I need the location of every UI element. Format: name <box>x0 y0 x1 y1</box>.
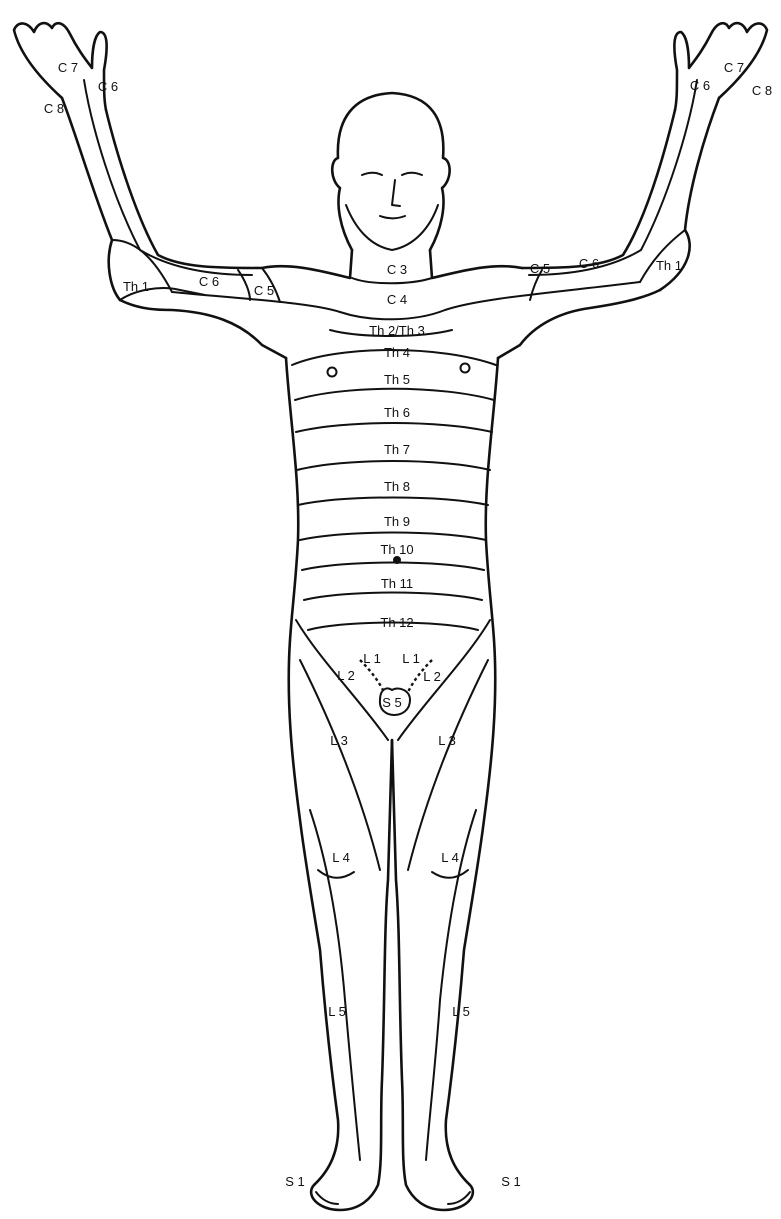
label-c5-right: C 5 <box>530 261 550 276</box>
label-l3-right: L 3 <box>438 733 456 748</box>
label-l4-left: L 4 <box>332 850 350 865</box>
navel-icon <box>393 556 401 564</box>
dermatome-labels: C 7 C 6 C 8 C 6 C 7 C 8 C 3 Th 1 C 6 C 5… <box>44 60 772 1189</box>
th11-line <box>304 593 482 601</box>
th6-line <box>296 423 492 432</box>
l3-left-line <box>300 660 380 870</box>
l2-l3-right <box>398 620 490 740</box>
label-l5-left: L 5 <box>328 1004 346 1019</box>
label-th1-right: Th 1 <box>656 258 682 273</box>
label-th5: Th 5 <box>384 372 410 387</box>
l3-right-line <box>408 660 488 870</box>
right-eye <box>402 173 422 175</box>
label-c7-right: C 7 <box>724 60 744 75</box>
label-c5-left: C 5 <box>254 283 274 298</box>
label-th10: Th 10 <box>380 542 413 557</box>
left-arm <box>14 23 286 358</box>
label-s1-left: S 1 <box>285 1174 305 1189</box>
label-c7-left: C 7 <box>58 60 78 75</box>
neck-and-shoulders <box>172 250 640 319</box>
label-th7: Th 7 <box>384 442 410 457</box>
label-s1-right: S 1 <box>501 1174 521 1189</box>
mouth <box>380 216 405 218</box>
left-eye <box>362 173 382 175</box>
label-c8-right: C 8 <box>752 83 772 98</box>
label-c6-right-hand: C 6 <box>690 78 710 93</box>
label-c6-right-arm: C 6 <box>579 256 599 271</box>
label-l2-right: L 2 <box>423 669 441 684</box>
label-th2-th3: Th 2/Th 3 <box>369 323 425 338</box>
label-l4-right: L 4 <box>441 850 459 865</box>
c6-c7-line-right <box>529 80 697 275</box>
label-th1-left: Th 1 <box>123 279 149 294</box>
label-th8: Th 8 <box>384 479 410 494</box>
label-l1-left: L 1 <box>363 651 381 666</box>
label-c4: C 4 <box>387 292 407 307</box>
label-c6-left-hand: C 6 <box>98 79 118 94</box>
left-knee <box>318 870 354 878</box>
label-c8-left: C 8 <box>44 101 64 116</box>
th8-line <box>298 498 488 506</box>
left-nipple-icon <box>328 368 337 377</box>
label-th6: Th 6 <box>384 405 410 420</box>
torso <box>286 330 498 1210</box>
th9-line <box>300 533 486 541</box>
right-nipple-icon <box>461 364 470 373</box>
nose <box>392 180 400 206</box>
label-l3-left: L 3 <box>330 733 348 748</box>
jawline <box>346 205 438 250</box>
head <box>332 93 449 250</box>
label-l2-left: L 2 <box>337 668 355 683</box>
c3-c4-boundary <box>352 278 432 283</box>
left-toes <box>316 1192 338 1204</box>
label-th12: Th 12 <box>380 615 413 630</box>
label-c6-left-arm: C 6 <box>199 274 219 289</box>
label-l1-right: L 1 <box>402 651 420 666</box>
label-th9: Th 9 <box>384 514 410 529</box>
th5-line <box>295 389 494 400</box>
label-c3: C 3 <box>387 262 407 277</box>
label-s5: S 5 <box>382 695 402 710</box>
right-knee <box>432 870 468 878</box>
label-th11: Th 11 <box>381 576 413 591</box>
th10-line <box>302 563 484 571</box>
label-l5-right: L 5 <box>452 1004 470 1019</box>
th7-line <box>297 461 490 470</box>
label-th4: Th 4 <box>384 345 410 360</box>
